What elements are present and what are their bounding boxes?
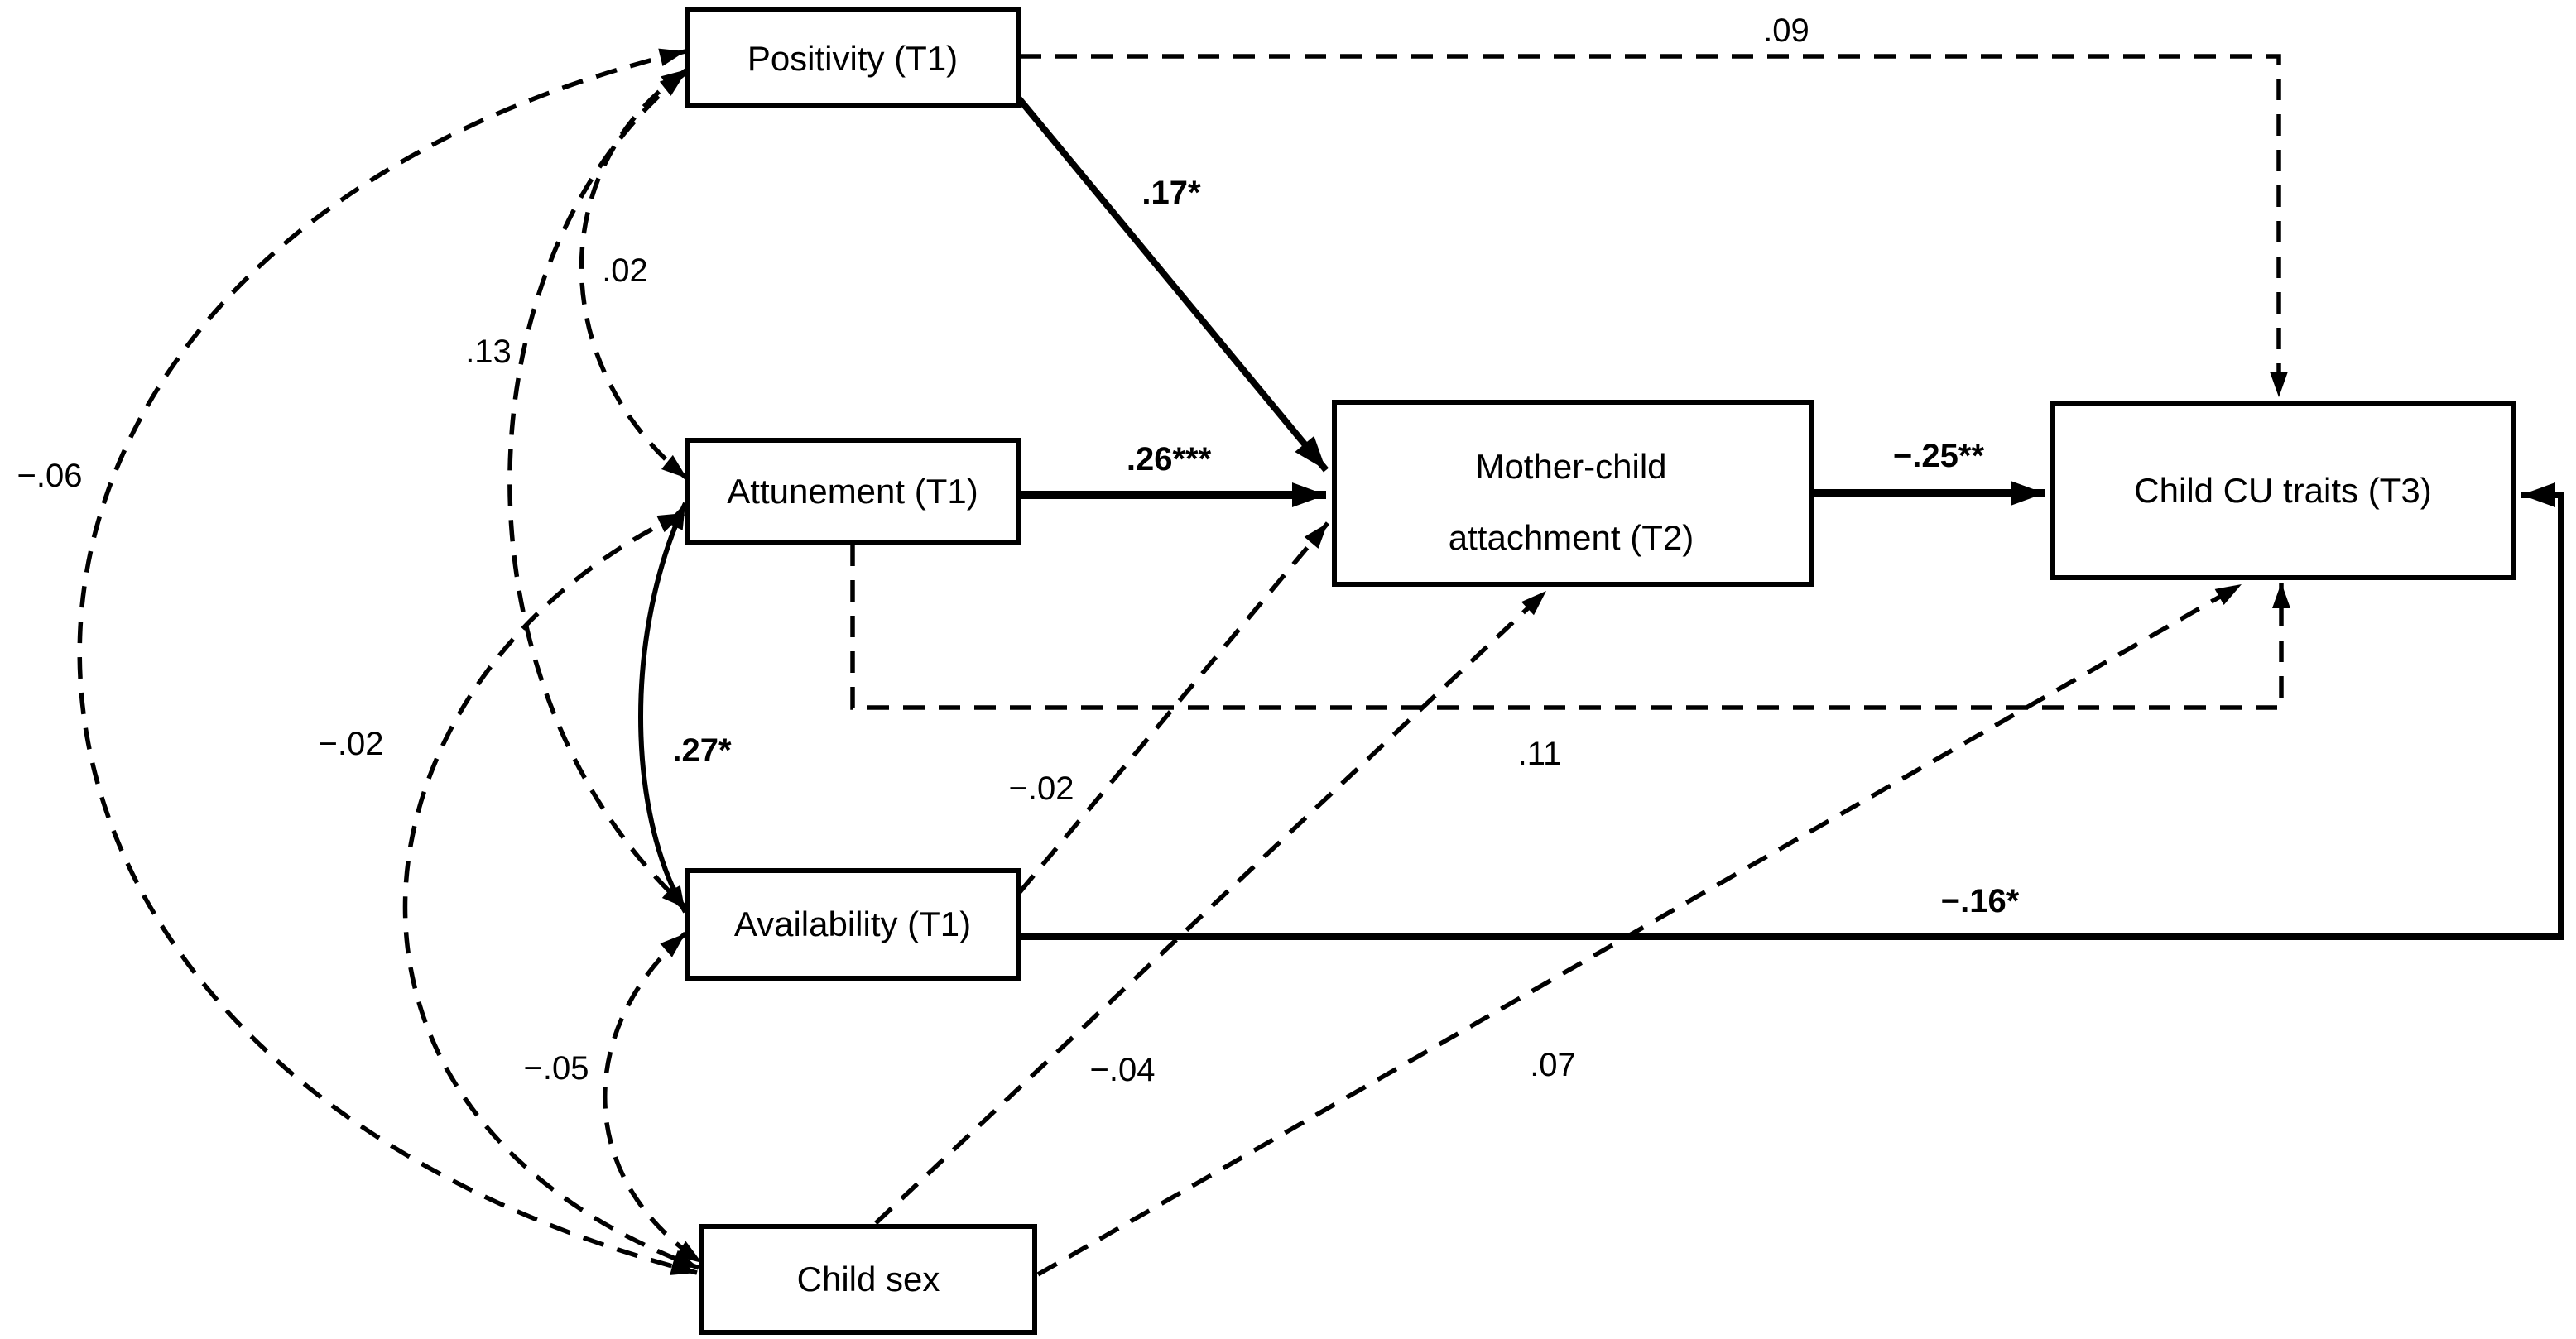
coef-corr-positivity-availability: .13 bbox=[465, 334, 512, 370]
node-positivity-box bbox=[685, 7, 1021, 108]
path-availability-to-cu bbox=[1020, 482, 2564, 940]
coef-corr-positivity-childsex: −.06 bbox=[17, 458, 83, 494]
coef-corr-positivity-attunement: .02 bbox=[602, 252, 648, 289]
corr-attunement-availability-arc bbox=[638, 502, 688, 914]
corr-positivity-availability-arc bbox=[507, 70, 689, 911]
node-availability: Availability (T1) bbox=[685, 868, 1021, 981]
node-cu-traits: Child CU traits (T3) bbox=[2050, 401, 2516, 580]
corr-availability-childsex-arc bbox=[603, 931, 704, 1265]
node-cu-traits-label: Child CU traits (T3) bbox=[2134, 471, 2431, 510]
coef-childsex-to-cu: .07 bbox=[1530, 1047, 1576, 1083]
node-availability-box bbox=[685, 868, 1021, 981]
coef-corr-attunement-childsex: −.02 bbox=[319, 726, 384, 762]
coef-corr-availability-childsex: −.05 bbox=[524, 1050, 589, 1087]
node-childsex-box bbox=[699, 1224, 1037, 1335]
node-attunement: Attunement (T1) bbox=[685, 438, 1021, 545]
corr-positivity-childsex-arc bbox=[77, 48, 698, 1275]
node-attachment: Mother-child attachment (T2) bbox=[1332, 400, 1814, 587]
corr-positivity-attunement-arc bbox=[579, 67, 689, 481]
path-childsex-to-cu bbox=[1036, 582, 2243, 1277]
corr-attunement-childsex-arc bbox=[402, 511, 699, 1270]
path-positivity-to-cu bbox=[1020, 54, 2288, 397]
node-childsex: Child sex bbox=[699, 1224, 1037, 1335]
node-positivity: Positivity (T1) bbox=[685, 7, 1021, 108]
coef-positivity-to-cu: .09 bbox=[1763, 12, 1809, 49]
path-attunement-to-cu bbox=[850, 545, 2290, 710]
coef-attunement-to-attachment: .26*** bbox=[1127, 441, 1212, 478]
coef-corr-attunement-availability: .27* bbox=[672, 732, 732, 769]
node-cu-traits-box bbox=[2050, 401, 2516, 580]
node-attachment-label-line1: Mother-child bbox=[1475, 447, 1666, 486]
coef-attachment-to-cu: −.25** bbox=[1893, 438, 1985, 474]
node-attunement-box bbox=[685, 438, 1021, 545]
coef-availability-to-attachment: −.02 bbox=[1009, 770, 1074, 807]
node-attachment-label-line2: attachment (T2) bbox=[1449, 518, 1694, 557]
path-childsex-to-attachment bbox=[874, 588, 1548, 1226]
coef-positivity-to-attachment: .17* bbox=[1141, 175, 1201, 211]
path-availability-to-attachment bbox=[1017, 521, 1330, 894]
path-positivity-to-attachment bbox=[1015, 95, 1329, 473]
node-childsex-label: Child sex bbox=[797, 1260, 940, 1298]
node-positivity-label: Positivity (T1) bbox=[747, 39, 958, 78]
node-availability-label: Availability (T1) bbox=[734, 905, 971, 943]
coef-attunement-to-cu: .11 bbox=[1518, 736, 1562, 772]
node-attunement-label: Attunement (T1) bbox=[727, 472, 978, 511]
coef-childsex-to-attachment: −.04 bbox=[1090, 1052, 1156, 1088]
node-attachment-box bbox=[1332, 400, 1814, 587]
coef-availability-to-cu: −.16* bbox=[1941, 883, 2020, 919]
